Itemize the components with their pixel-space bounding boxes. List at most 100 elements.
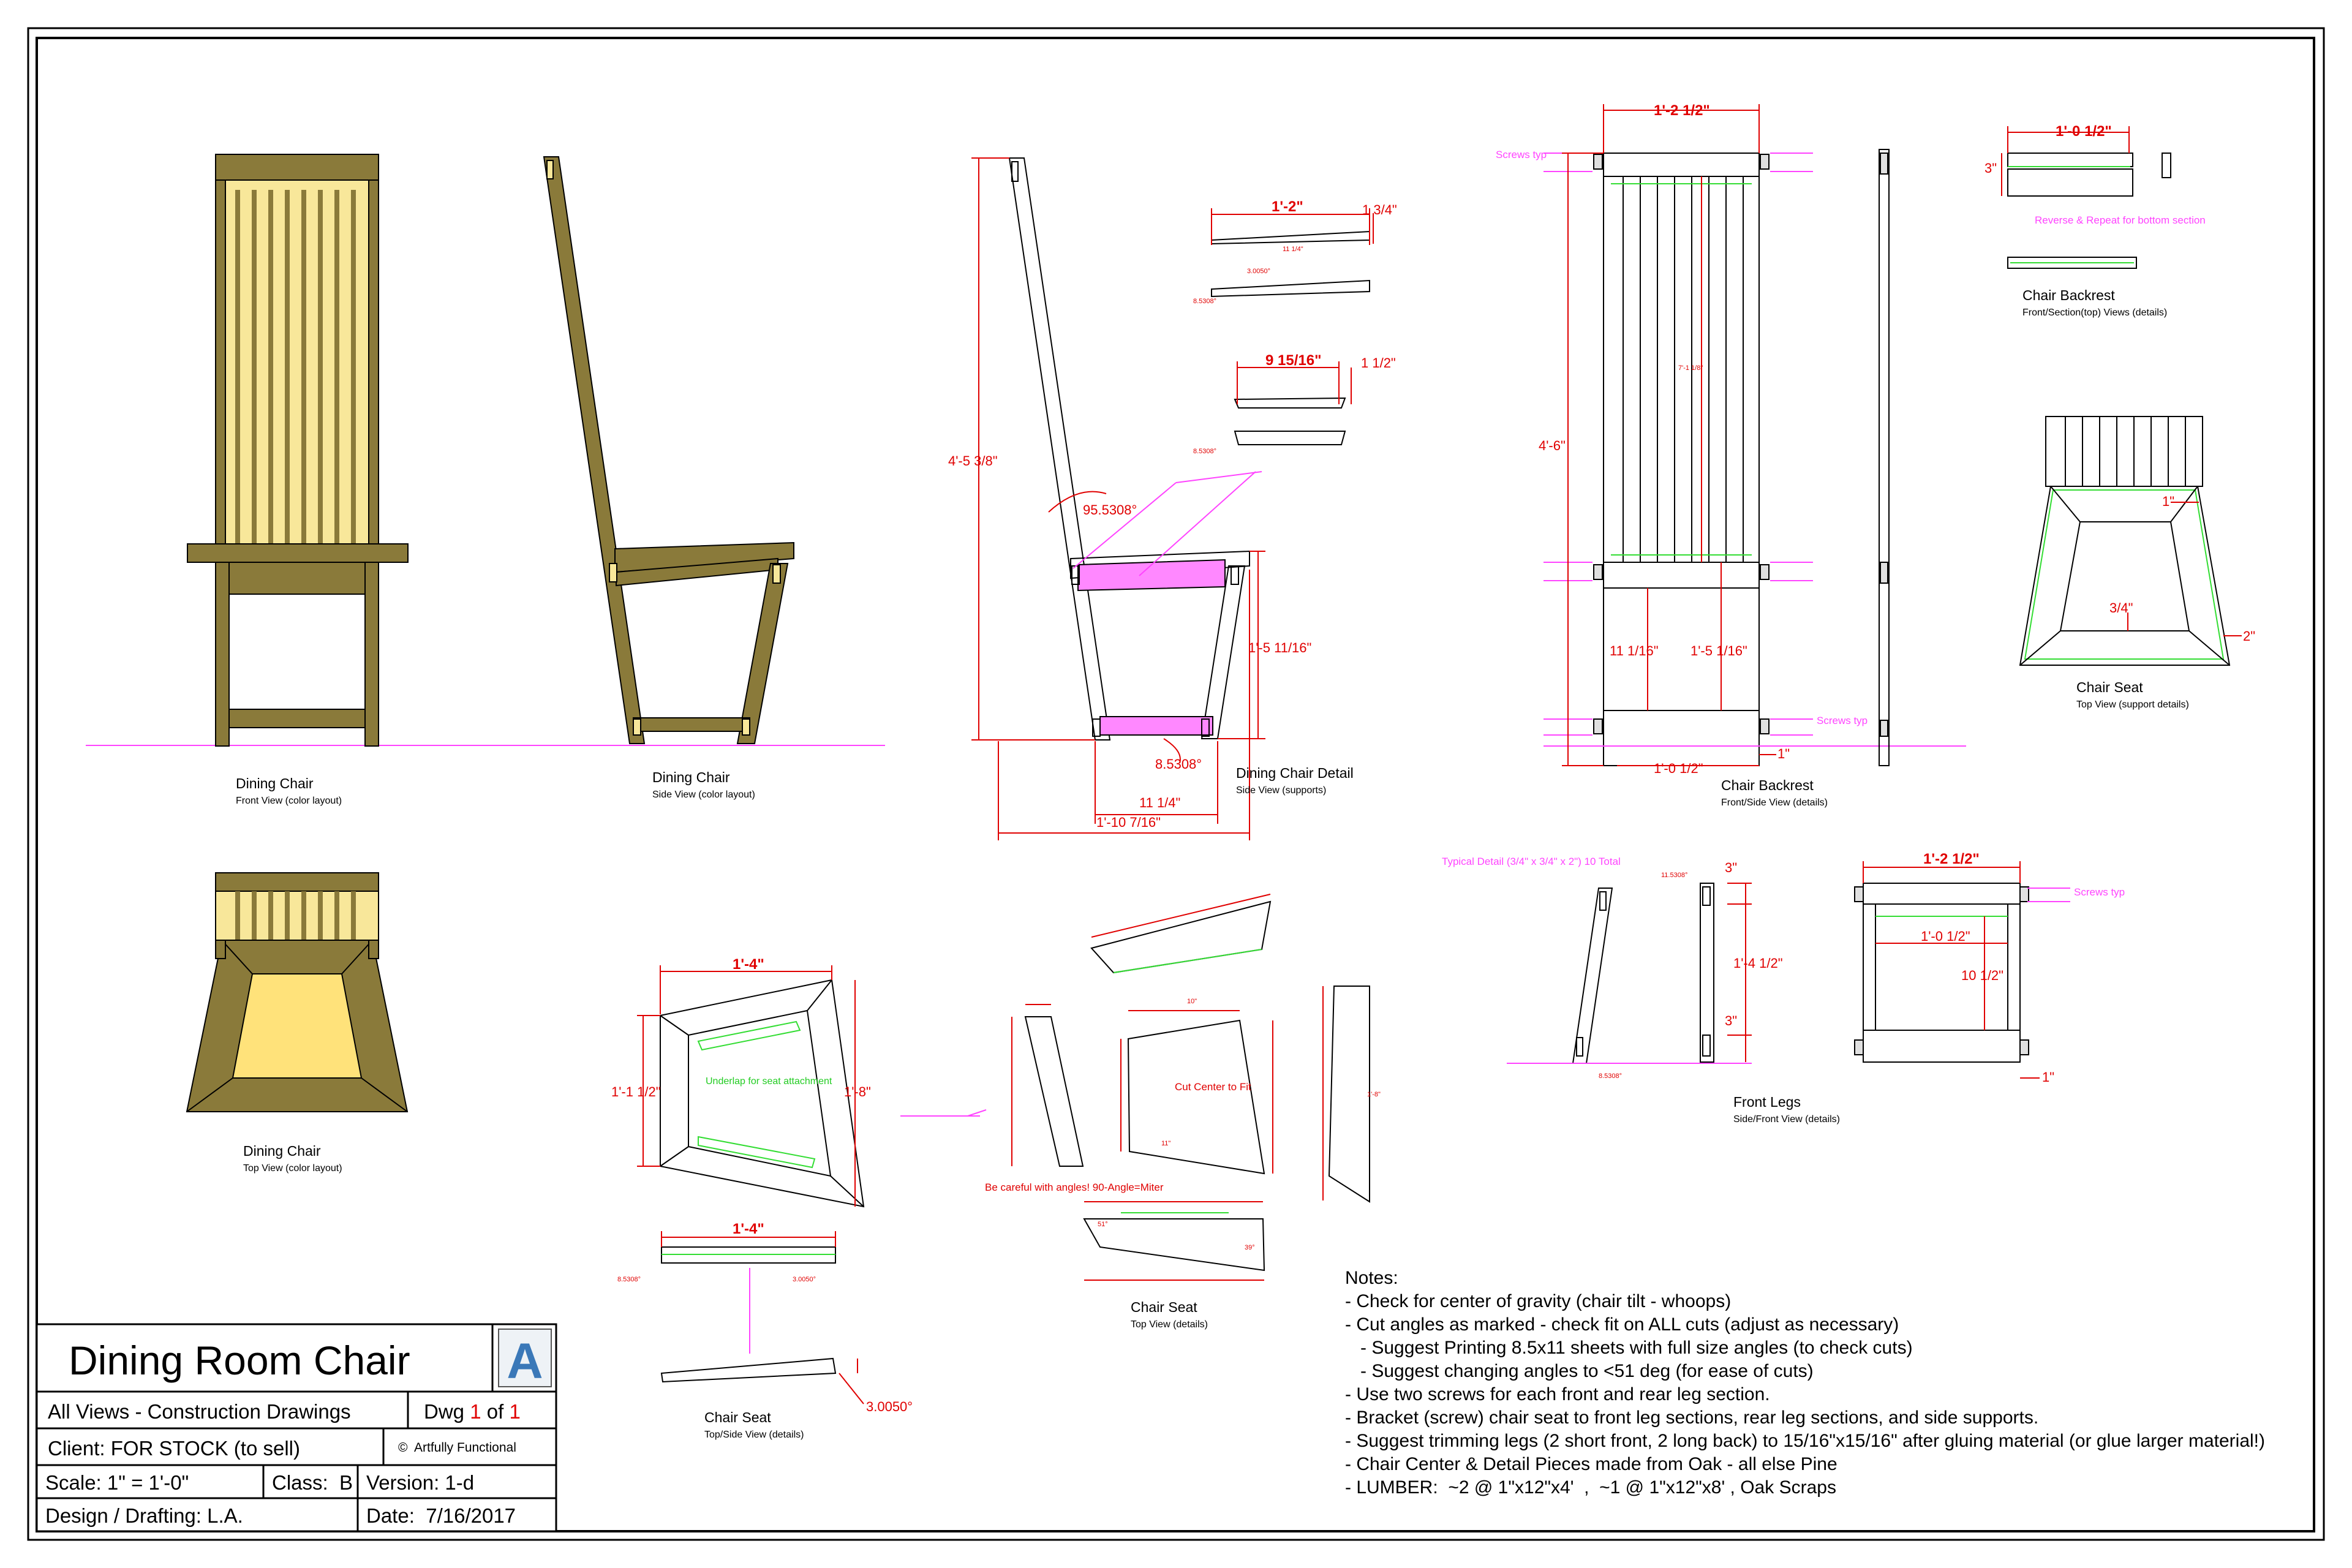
seat-frame-top-view [637,965,980,1208]
front-post-left [215,179,226,545]
note-line: - Bracket (screw) chair seat to front le… [1345,1408,2038,1428]
dim-seat-tilt: 3.0050° [866,1399,913,1414]
copyright: © Artfully Functional [398,1441,516,1455]
seat-side-view [660,1231,864,1404]
drawing-number: Dwg 1 of 1 [424,1400,521,1423]
detail-label: Dining Chair Detail [1236,765,1354,781]
side-block-low2 [742,718,750,736]
dim-fl-width: 1'-2 1/2" [1923,851,1980,867]
front-leg-left [215,562,230,747]
dim-seat-width: 1'-4" [733,956,764,973]
designer: Design / Drafting: L.A. [45,1504,243,1527]
dim-fl-bottom: 3" [1725,1013,1737,1028]
title-block [36,1323,557,1532]
seat-parts-details [967,894,1370,1281]
dim-seat-sup-c: 2" [2243,628,2255,644]
side-block-low1 [633,718,641,736]
detail-lower-support [1099,716,1213,736]
front-view-label: Dining Chair [236,775,314,791]
seat-support-sublabel: Top View (support details) [2076,699,2189,710]
detail-back-leg [1008,157,1111,741]
front-stretcher [228,709,366,728]
inner-border [36,37,2315,1532]
dim-parts-c: 51° [1098,1221,1108,1228]
dim-parts-b: 39° [1245,1244,1255,1251]
dim-back-width: 1'-2 1/2" [1654,102,1710,119]
detail-seat-line [1070,550,1250,579]
note-line: - Suggest changing angles to <51 deg (fo… [1345,1361,1814,1381]
screws-typ-legs: Screws typ [2074,886,2125,898]
dim-fl-height: 1'-4 1/2" [1733,956,1783,971]
dim-br-top-h: 3" [1985,160,1997,176]
typical-detail-note: Typical Detail (3/4" x 3/4" x 2") 10 Tot… [1442,856,1621,867]
dim-fl-edge: 1" [2042,1069,2054,1085]
dim-support-low-h: 1 1/2" [1361,355,1396,371]
dim-height-total: 4'-5 3/8" [948,453,998,469]
seat-support-label: Chair Seat [2076,679,2143,695]
dim-seat-sup-b: 3/4" [2109,600,2133,616]
drawing-description: All Views - Construction Drawings [48,1400,351,1423]
side-back-leg [543,156,646,744]
front-apron [226,562,368,595]
dim-back-edge: 1" [1777,746,1790,761]
side-block-front [772,564,781,584]
front-top-rail [215,154,379,181]
dim-parts-a: 10" [1187,998,1197,1005]
top-slats [235,891,356,940]
scale: Scale: 1" = 1'-0" [45,1471,189,1494]
front-legs-label: Front Legs [1733,1094,1801,1110]
dim-back-low-b: 1'-5 1/16" [1691,643,1747,658]
logo-letter: A [507,1333,543,1389]
dim-small-a2: 8.5308° [1193,448,1216,455]
dim-seat-sup-a: 1" [2162,494,2174,509]
underlap-note: Underlap for seat attachment [706,1076,832,1087]
dim-br-top-w: 1'-0 1/2" [2056,123,2112,140]
dim-fl-top: 3" [1725,860,1737,875]
logo-box [498,1329,552,1387]
side-view-color [539,156,885,746]
dim-back-height: 4'-6" [1539,438,1566,453]
screws-typ-back: Screws typ [1496,149,1547,160]
side-front-leg [736,563,789,744]
drawing-title: Dining Room Chair [69,1338,410,1383]
dim-parts-d: 1'-8" [1367,1091,1381,1098]
backrest-top-details [2001,126,2171,269]
dim-small-c: 11 1/4" [1283,246,1303,253]
side-block-mid [609,563,617,582]
client: Client: FOR STOCK (to sell) [48,1437,300,1460]
backrest-sublabel: Front/Side View (details) [1721,797,1828,808]
front-legs-sublabel: Side/Front View (details) [1733,1114,1840,1125]
backrest-front-view [1544,104,1966,766]
dim-support-low-w: 9 15/16" [1265,352,1321,369]
support-details [1211,208,1374,445]
side-view-sublabel: Side View (color layout) [652,790,755,800]
dim-support-top-h: 1 3/4" [1362,202,1397,217]
backrest-top-sublabel: Front/Section(top) Views (details) [2022,307,2167,318]
seat-top-sublabel: Top View (details) [1131,1319,1208,1330]
detail-sublabel: Side View (supports) [1236,785,1326,796]
screws-typ-back-low: Screws typ [1817,715,1868,726]
dim-depth-total: 1'-10 7/16" [1096,815,1161,830]
front-leg-right [364,562,379,747]
dim-back-low-a: 11 1/16" [1610,643,1659,658]
dim-small-b: 3.0050° [1247,268,1270,275]
dim-back-mid: 7'-1 1/8" [1678,364,1703,372]
top-view-color [186,872,409,1112]
backrest-label: Chair Backrest [1721,777,1814,793]
backrest-top-label: Chair Backrest [2022,287,2115,303]
dim-seat-side-b: 3.0050° [793,1276,816,1283]
top-seat-center [232,973,363,1079]
notes-title: Notes: [1345,1268,1398,1288]
front-seat [187,543,409,563]
note-line: - Use two screws for each front and rear… [1345,1384,1770,1404]
front-slats [235,190,356,544]
careful-note: Be careful with angles! 90-Angle=Miter [985,1182,1164,1193]
dim-support-top-w: 1'-2" [1272,198,1303,215]
seat-topside-label: Chair Seat [704,1409,771,1425]
dim-fl-angle: 11.5308° [1661,872,1687,879]
dim-seat-height: 1'-5 11/16" [1248,640,1311,655]
front-view-sublabel: Front View (color layout) [236,796,342,806]
side-block-top [546,160,554,179]
